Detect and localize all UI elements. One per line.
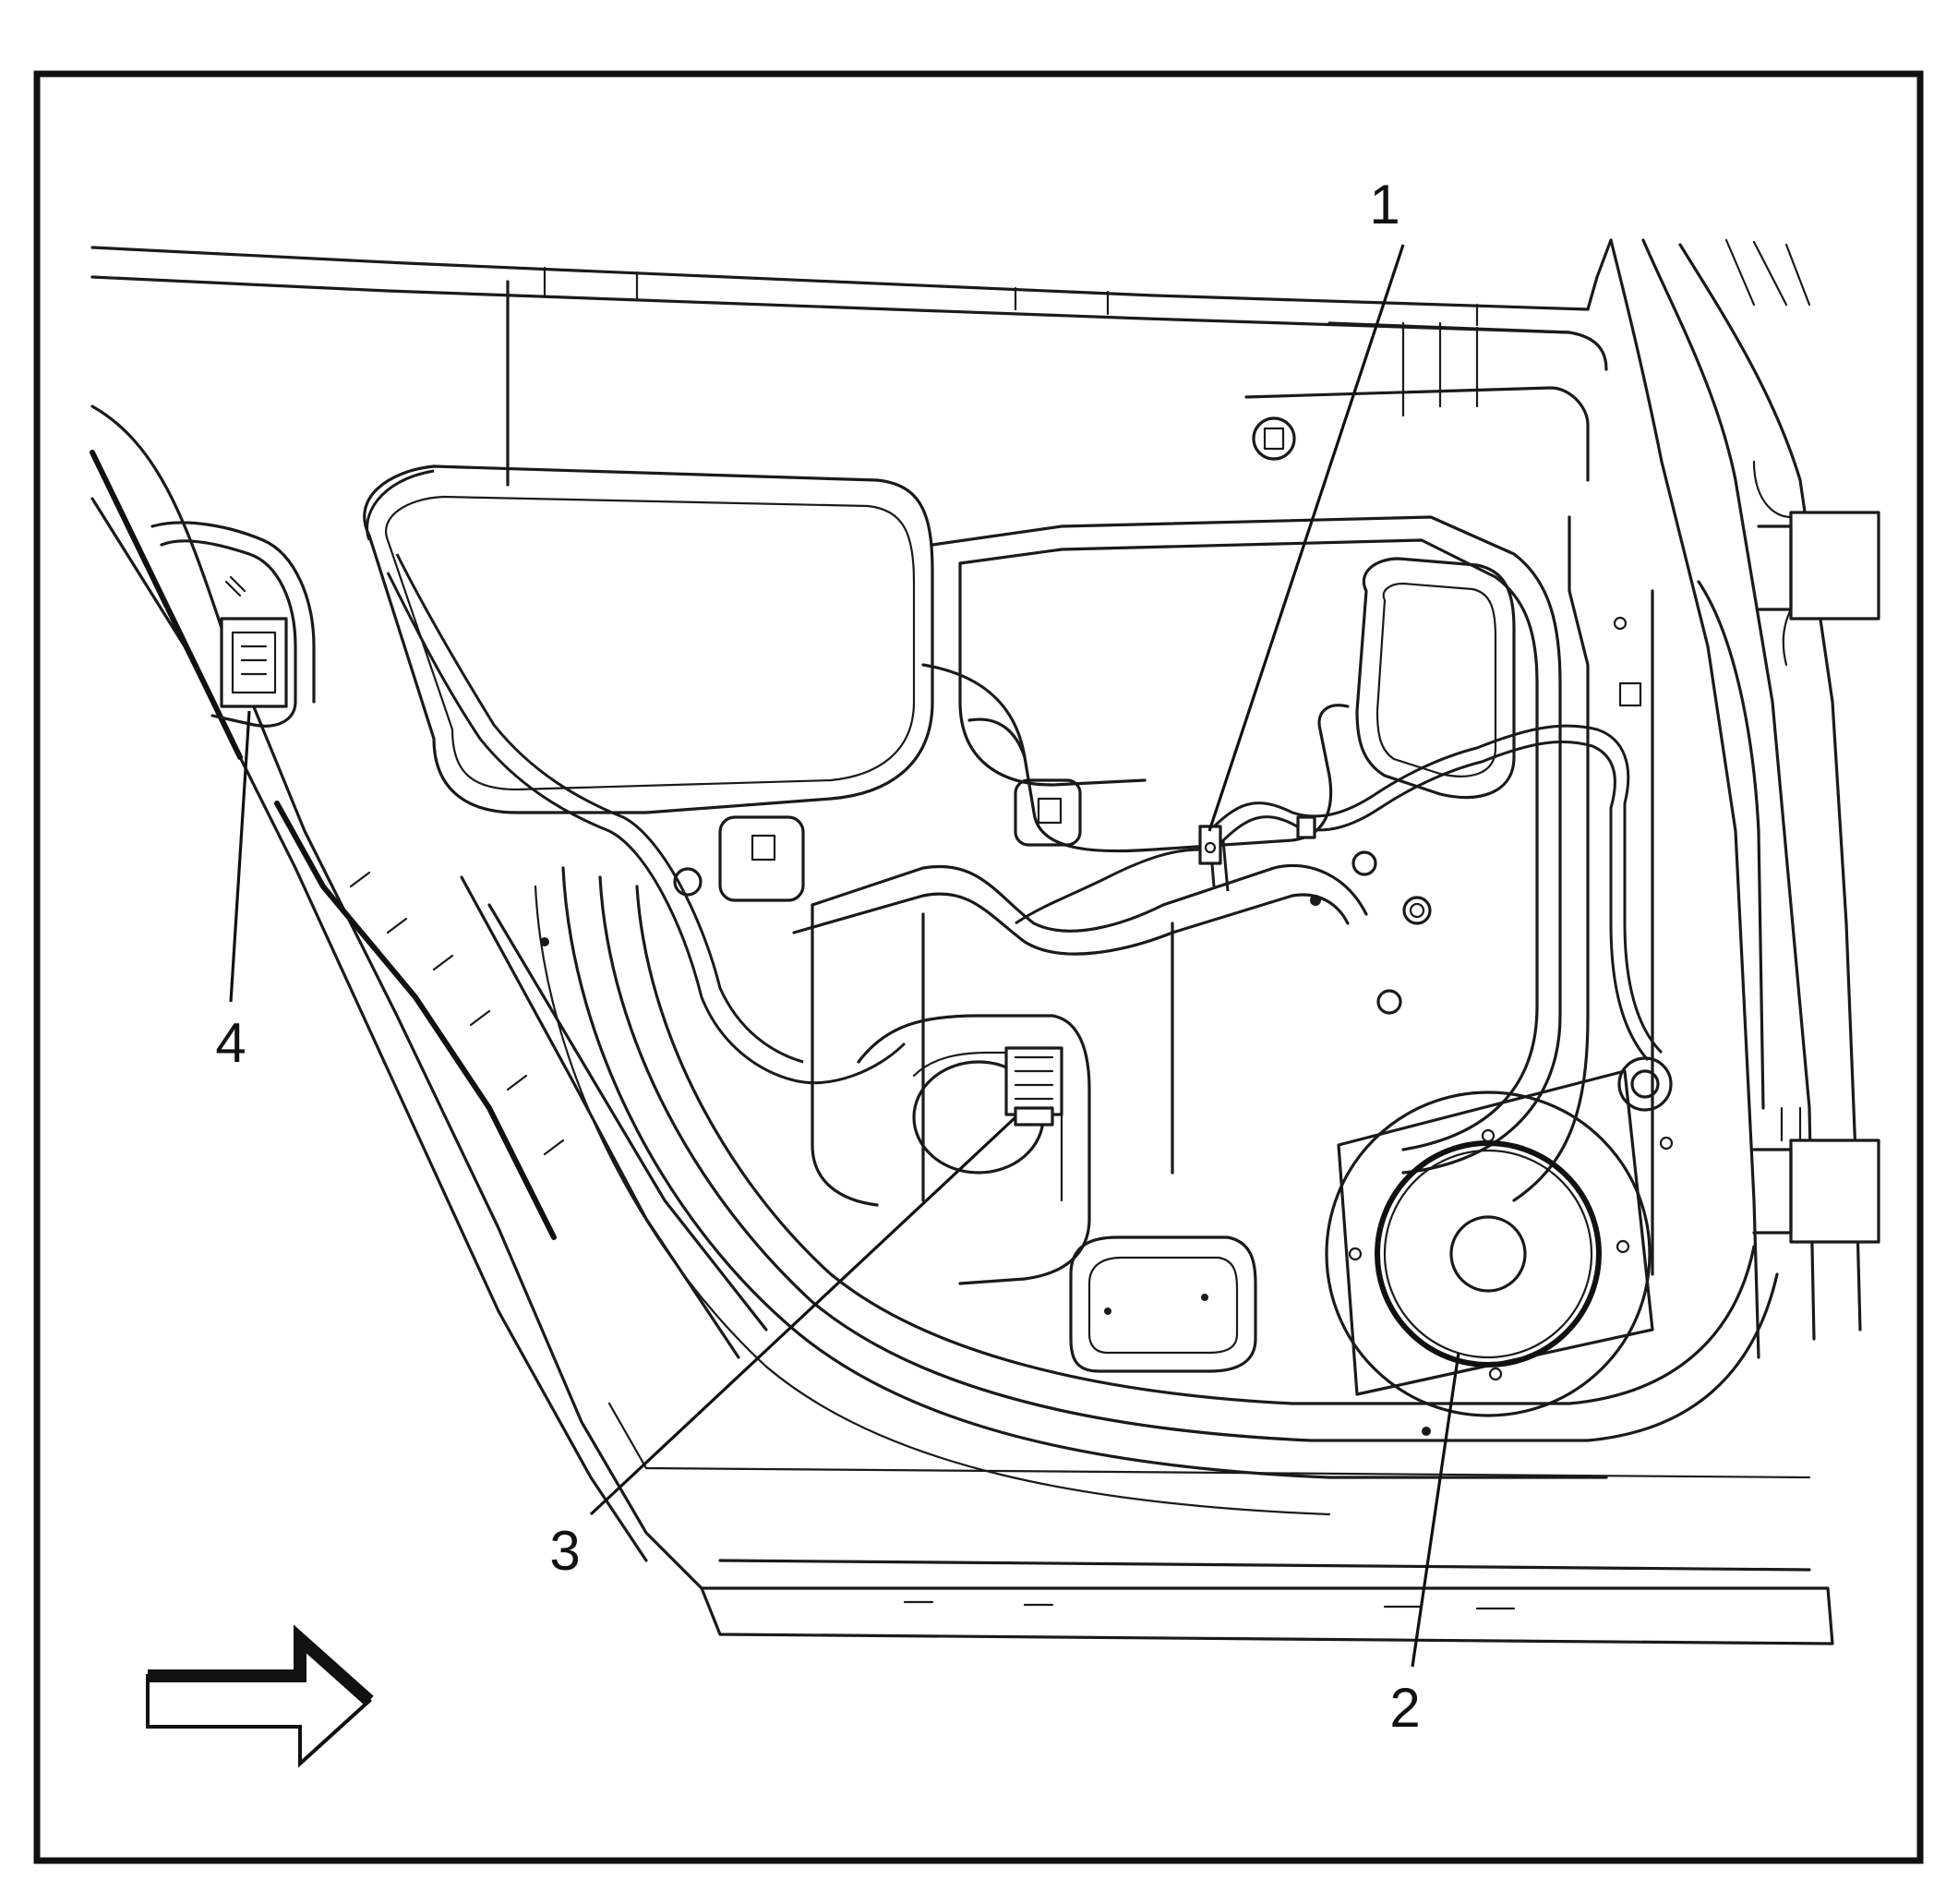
callout-1: 1 bbox=[1369, 174, 1399, 235]
right-arrow-icon bbox=[146, 1624, 374, 1768]
leader-4 bbox=[229, 710, 251, 1003]
connector-3 bbox=[1004, 1046, 1063, 1127]
leader-2 bbox=[1411, 1352, 1460, 1668]
door-hinges bbox=[1752, 460, 1880, 1244]
callout-4: 4 bbox=[215, 1012, 246, 1074]
speaker bbox=[1325, 1069, 1654, 1417]
callout-3: 3 bbox=[549, 1520, 580, 1582]
leader-3 bbox=[589, 1115, 1017, 1516]
door-outer-panel bbox=[90, 238, 1862, 1645]
connector-1 bbox=[1198, 815, 1316, 865]
leader-1 bbox=[1207, 244, 1405, 832]
fasteners bbox=[540, 416, 1674, 1436]
callout-2: 2 bbox=[1389, 1677, 1420, 1739]
diagram-frame bbox=[33, 70, 1924, 1864]
inner-panel bbox=[363, 280, 1779, 1516]
connector-4 bbox=[150, 521, 316, 728]
leader-lines bbox=[229, 244, 1460, 1668]
